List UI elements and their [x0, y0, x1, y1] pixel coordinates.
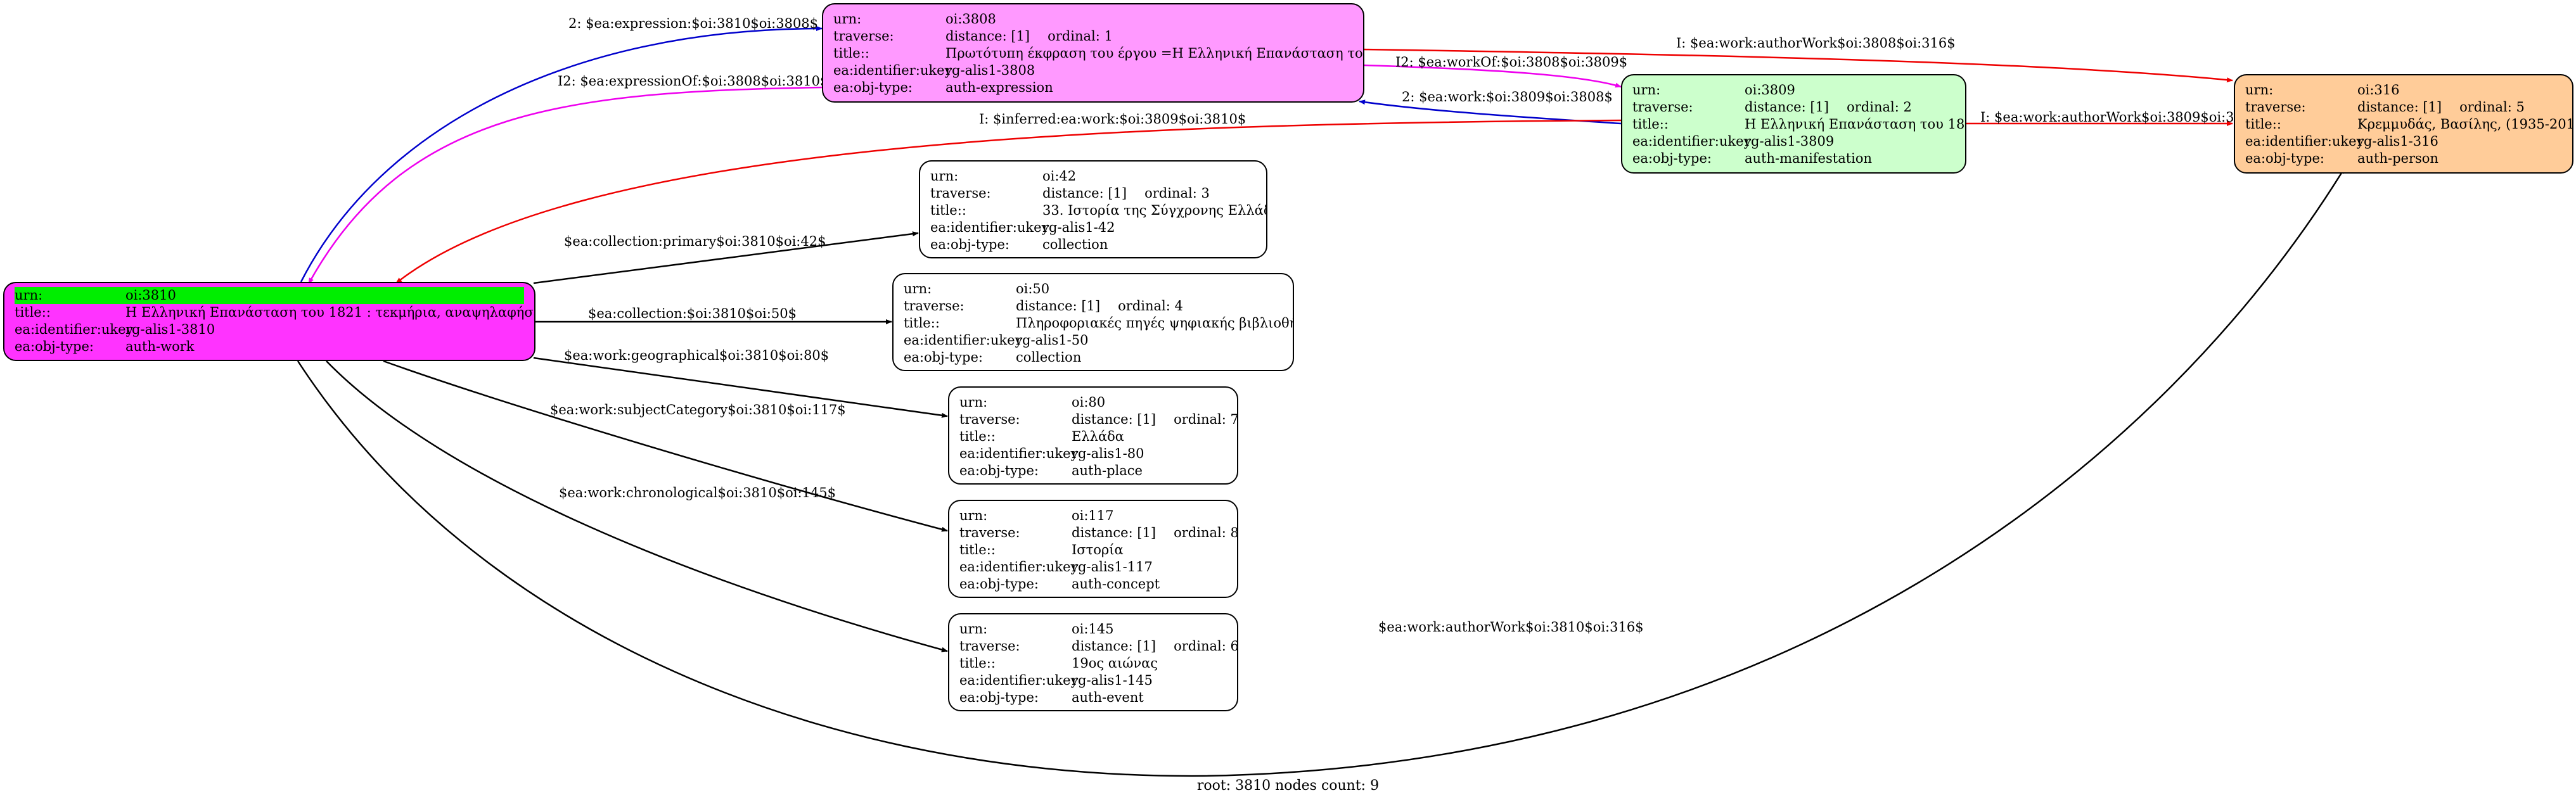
- node-oi-50[interactable]: urn:oi:50 traverse:distance: [1]ordinal:…: [892, 273, 1294, 371]
- node-type: auth-place: [1072, 463, 1143, 478]
- node-ukey: rg-alis1-50: [1016, 333, 1089, 348]
- edge-expressionOf: [307, 86, 823, 284]
- node-urn: oi:42: [1042, 168, 1077, 184]
- node-ukey: rg-alis1-3808: [945, 63, 1035, 78]
- edge-label-geographical: $ea:work:geographical$oi:3810$oi:80$: [564, 348, 829, 363]
- edge-subject: [383, 360, 948, 532]
- edge-label-chronological: $ea:work:chronological$oi:3810$oi:145$: [559, 485, 836, 500]
- edge-label-work: 2: $ea:work:$oi:3809$oi:3808$: [1402, 89, 1613, 105]
- node-urn: oi:316: [2357, 82, 2400, 98]
- node-ukey: rg-alis1-117: [1072, 559, 1153, 575]
- node-oi-42[interactable]: urn:oi:42 traverse:distance: [1]ordinal:…: [919, 160, 1267, 258]
- edge-label-collection: $ea:collection:$oi:3810$oi:50$: [588, 306, 797, 321]
- node-type: auth-expression: [945, 80, 1053, 95]
- edge-label-expressionOf: I2: $ea:expressionOf:$oi:3808$oi:3810$: [558, 73, 828, 89]
- node-oi-316[interactable]: urn:oi:316 traverse:distance: [1]ordinal…: [2234, 74, 2573, 174]
- edge-chronological: [326, 360, 948, 652]
- edge-label-inferred: I: $inferred:ea:work:$oi:3809$oi:3810$: [979, 111, 1246, 127]
- node-oi-117[interactable]: urn:oi:117 traverse:distance: [1]ordinal…: [948, 500, 1238, 598]
- node-type: collection: [1042, 237, 1108, 252]
- node-type: auth-manifestation: [1745, 151, 1873, 166]
- node-urn: oi:50: [1016, 281, 1050, 296]
- node-title: 33. Ιστορία της Σύγχρονης Ελλάδας: [1042, 203, 1267, 218]
- node-urn: oi:3810: [125, 288, 176, 303]
- node-title: Η Ελληνική Επανάσταση του 1821: [1745, 117, 1966, 132]
- edge-label-authorWork-3808: I: $ea:work:authorWork$oi:3808$oi:316$: [1676, 35, 1956, 51]
- node-urn: oi:3809: [1745, 82, 1795, 98]
- node-oi-80[interactable]: urn:oi:80 traverse:distance: [1]ordinal:…: [948, 386, 1238, 485]
- node-title: Πληροφοριακές πηγές ψηφιακής βιβλιοθήκης: [1016, 315, 1294, 331]
- edge-expression: [300, 26, 823, 283]
- node-ukey: rg-alis1-42: [1042, 220, 1115, 235]
- edge-label-authorWork-3810: $ea:work:authorWork$oi:3810$oi:316$: [1378, 619, 1644, 635]
- node-type: auth-person: [2357, 151, 2438, 166]
- node-type: auth-event: [1072, 690, 1144, 705]
- node-title: Ιστορία: [1072, 542, 1124, 557]
- edge-label-expression: 2: $ea:expression:$oi:3810$oi:3808$: [568, 16, 818, 31]
- node-type: collection: [1016, 350, 1082, 365]
- node-title: Πρωτότυπη έκφραση του έργου =Η Ελληνική …: [945, 46, 1363, 61]
- edge-authorWork-3810: [297, 167, 2346, 777]
- node-ukey: rg-alis1-80: [1072, 446, 1144, 461]
- node-oi-3809[interactable]: urn:oi:3809 traverse:distance: [1]ordina…: [1621, 74, 1966, 174]
- edge-geographical: [533, 357, 948, 418]
- edge-label-subject: $ea:work:subjectCategory$oi:3810$oi:117$: [550, 402, 846, 417]
- node-title: Η Ελληνική Επανάσταση του 1821 : τεκμήρι…: [125, 305, 535, 320]
- node-oi-3808[interactable]: urn:oi:3808 traverse:distance: [1]ordina…: [822, 3, 1364, 103]
- node-type: auth-concept: [1072, 576, 1160, 592]
- edge-inferred: [395, 119, 1622, 284]
- edge-label-workOf: I2: $ea:workOf:$oi:3808$oi:3809$: [1395, 54, 1627, 70]
- edge-workOf: [1363, 64, 1622, 88]
- node-urn: oi:117: [1072, 508, 1114, 523]
- edge-collection-primary: [533, 231, 919, 284]
- edge-authorWork-3808: [1363, 48, 2233, 83]
- edge-label-authorWork-3809: I: $ea:work:authorWork$oi:3809$oi:316$: [1980, 110, 2260, 125]
- node-ukey: rg-alis1-3809: [1745, 134, 1835, 149]
- node-urn: oi:80: [1072, 395, 1106, 410]
- node-ukey: rg-alis1-3810: [125, 322, 215, 337]
- graph-footer: root: 3810 nodes count: 9: [1196, 778, 1380, 794]
- node-ukey: rg-alis1-145: [1072, 673, 1153, 688]
- node-oi-3810[interactable]: urn:oi:3810 title::Η Ελληνική Επανάσταση…: [3, 282, 535, 361]
- node-ukey: rg-alis1-316: [2357, 134, 2438, 149]
- node-title: Ελλάδα: [1072, 429, 1124, 444]
- node-type: auth-work: [125, 339, 195, 354]
- node-urn-row: urn:oi:3810: [15, 287, 524, 304]
- edge-label-collection-primary: $ea:collection:primary$oi:3810$oi:42$: [564, 234, 826, 249]
- node-title: Κρεμμυδάς, Βασίλης, (1935-2017): [2357, 117, 2573, 132]
- node-title: 19ος αιώνας: [1072, 656, 1158, 671]
- node-urn: oi:145: [1072, 621, 1114, 637]
- node-oi-145[interactable]: urn:oi:145 traverse:distance: [1]ordinal…: [948, 613, 1238, 711]
- node-urn: oi:3808: [945, 11, 996, 27]
